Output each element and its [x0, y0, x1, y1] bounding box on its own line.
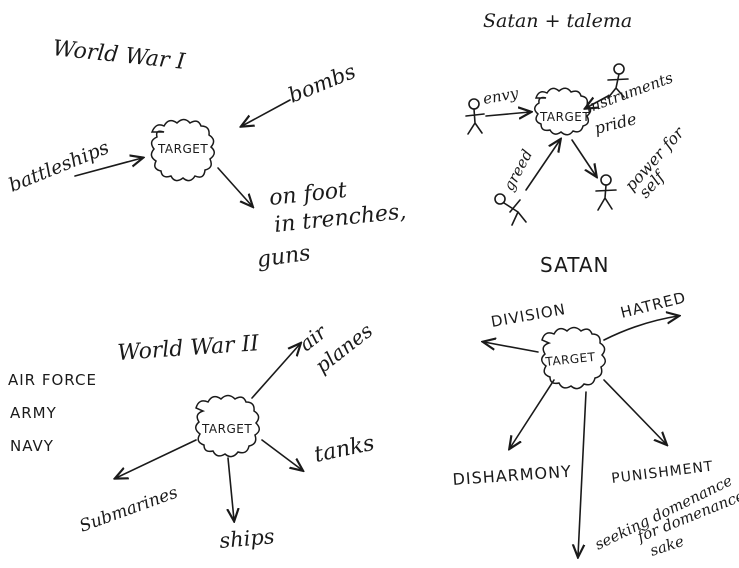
satan-target-label: TARGET: [544, 350, 597, 369]
ww2-title: World War II: [117, 331, 261, 366]
submarines-arrow: [116, 439, 197, 478]
disharmony-arrow: [510, 379, 555, 448]
ww1-onfoot-line3: guns: [255, 241, 312, 273]
ww1-onfoot-arrow: [217, 167, 252, 206]
seeking-arrow: [578, 391, 587, 556]
hatred-arrow: [603, 316, 678, 341]
ww2-target-cloud: [195, 394, 260, 458]
envy-label: envy: [482, 84, 521, 108]
punishment-arrow: [603, 379, 666, 444]
envy-arrow: [485, 112, 530, 116]
power-stick-figure: [595, 174, 617, 211]
force-air-force: AIR FORCE: [8, 371, 97, 389]
ww1-target-label: TARGET: [157, 142, 208, 156]
greed-arrow: [525, 140, 560, 191]
ww1-title: World War I: [51, 36, 187, 75]
force-army: ARMY: [10, 404, 57, 422]
division-label: DIVISION: [490, 300, 568, 331]
envy-stick-figure: [465, 98, 485, 135]
ww2-diagram: World War II TARGET air planes tanks shi…: [8, 318, 377, 553]
ww1-battleships-label: battleships: [6, 136, 113, 196]
satan-talema-title: Satan + talema: [483, 10, 632, 32]
greed-label: greed: [500, 146, 537, 193]
ww1-bombs-arrow: [242, 99, 291, 126]
instruments-stick-figure: [607, 63, 629, 99]
satan-talema-target-cloud: [534, 87, 592, 136]
punishment-label: PUNISHMENT: [611, 459, 715, 487]
force-navy: NAVY: [10, 437, 54, 455]
ww1-target-cloud: [150, 118, 215, 182]
satan-title: SATAN: [540, 253, 610, 277]
instruments-arrow: [586, 95, 609, 108]
ships-arrow: [228, 457, 234, 520]
ww1-battleships-arrow: [74, 158, 142, 177]
ww1-diagram: World War I TARGET bombs battleships on …: [6, 36, 408, 273]
ww2-target-label: TARGET: [201, 422, 252, 436]
ships-label: ships: [218, 524, 275, 553]
satan-talema-diagram: Satan + talema TARGET envy instruments p…: [465, 10, 689, 226]
tanks-label: tanks: [312, 431, 377, 468]
satan-target-cloud: [541, 326, 606, 390]
tanks-arrow: [261, 439, 302, 470]
pride-label: pride: [592, 109, 638, 138]
division-arrow: [484, 342, 539, 353]
satan-diagram: SATAN TARGET DIVISION HATRED DISHARMONY …: [452, 253, 739, 560]
power-arrow: [571, 139, 596, 176]
disharmony-label: DISHARMONY: [452, 462, 572, 489]
greed-stick-figure: [494, 193, 527, 226]
airplanes-arrow: [251, 344, 300, 399]
submarines-label: Submarines: [77, 483, 181, 537]
satan-talema-target-label: TARGET: [539, 110, 590, 124]
ww1-bombs-label: bombs: [285, 59, 359, 108]
